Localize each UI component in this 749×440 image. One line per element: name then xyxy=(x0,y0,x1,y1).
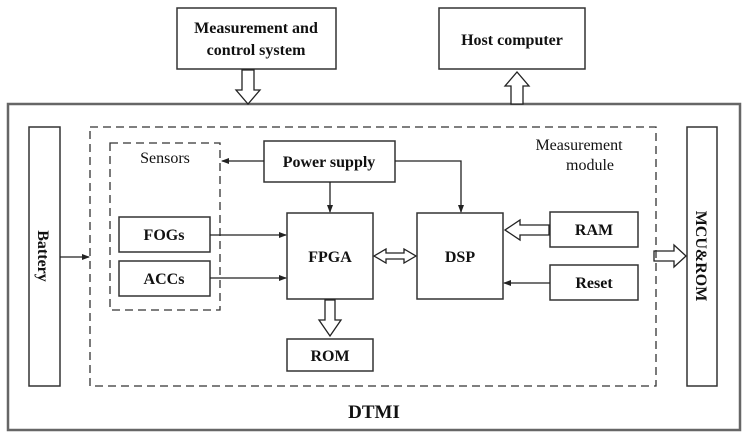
fpga-block xyxy=(286,212,374,300)
arrow-module-to-mcu xyxy=(653,243,687,269)
arrow-fpga-dsp-bidirectional xyxy=(372,247,418,265)
rom-label: ROM xyxy=(310,348,349,365)
battery-label: Battery xyxy=(34,230,51,282)
arrow-ram-to-dsp xyxy=(503,218,550,242)
arrow-dtmi-to-host xyxy=(503,71,531,105)
measurement-module-frame xyxy=(89,126,657,387)
sensors-label: Sensors xyxy=(140,150,190,167)
mcu-rom-block xyxy=(686,126,718,387)
measurement-module-label-2: module xyxy=(566,157,614,174)
ram-label: RAM xyxy=(575,222,613,239)
power-supply-label: Power supply xyxy=(283,154,376,171)
accs-label: ACCs xyxy=(144,271,185,288)
dtmi-frame xyxy=(6,102,742,432)
measurement-module-label-1: Measurement xyxy=(535,137,623,154)
dsp-block xyxy=(416,212,504,300)
dtmi-title: DTMI xyxy=(348,402,400,423)
fogs-label: FOGs xyxy=(144,227,185,244)
arrow-control-to-dtmi xyxy=(234,69,262,105)
sensors-frame xyxy=(109,142,221,311)
fogs-block xyxy=(118,216,211,253)
arrow-power-to-dsp xyxy=(395,160,464,213)
arrow-fpga-to-rom xyxy=(317,299,343,338)
ram-block xyxy=(549,211,639,248)
host-computer-block xyxy=(438,7,586,70)
mcu-rom-label: MCU&ROM xyxy=(692,211,709,302)
measurement-control-label-1: Measurement and xyxy=(194,20,318,37)
measurement-control-system-block xyxy=(176,7,337,70)
host-computer-label: Host computer xyxy=(461,32,563,49)
battery-block xyxy=(28,126,61,387)
reset-block xyxy=(549,264,639,301)
reset-label: Reset xyxy=(575,275,613,292)
rom-block xyxy=(286,338,374,372)
dsp-label: DSP xyxy=(445,249,475,266)
measurement-control-label-2: control system xyxy=(207,42,306,59)
fpga-label: FPGA xyxy=(308,249,352,266)
